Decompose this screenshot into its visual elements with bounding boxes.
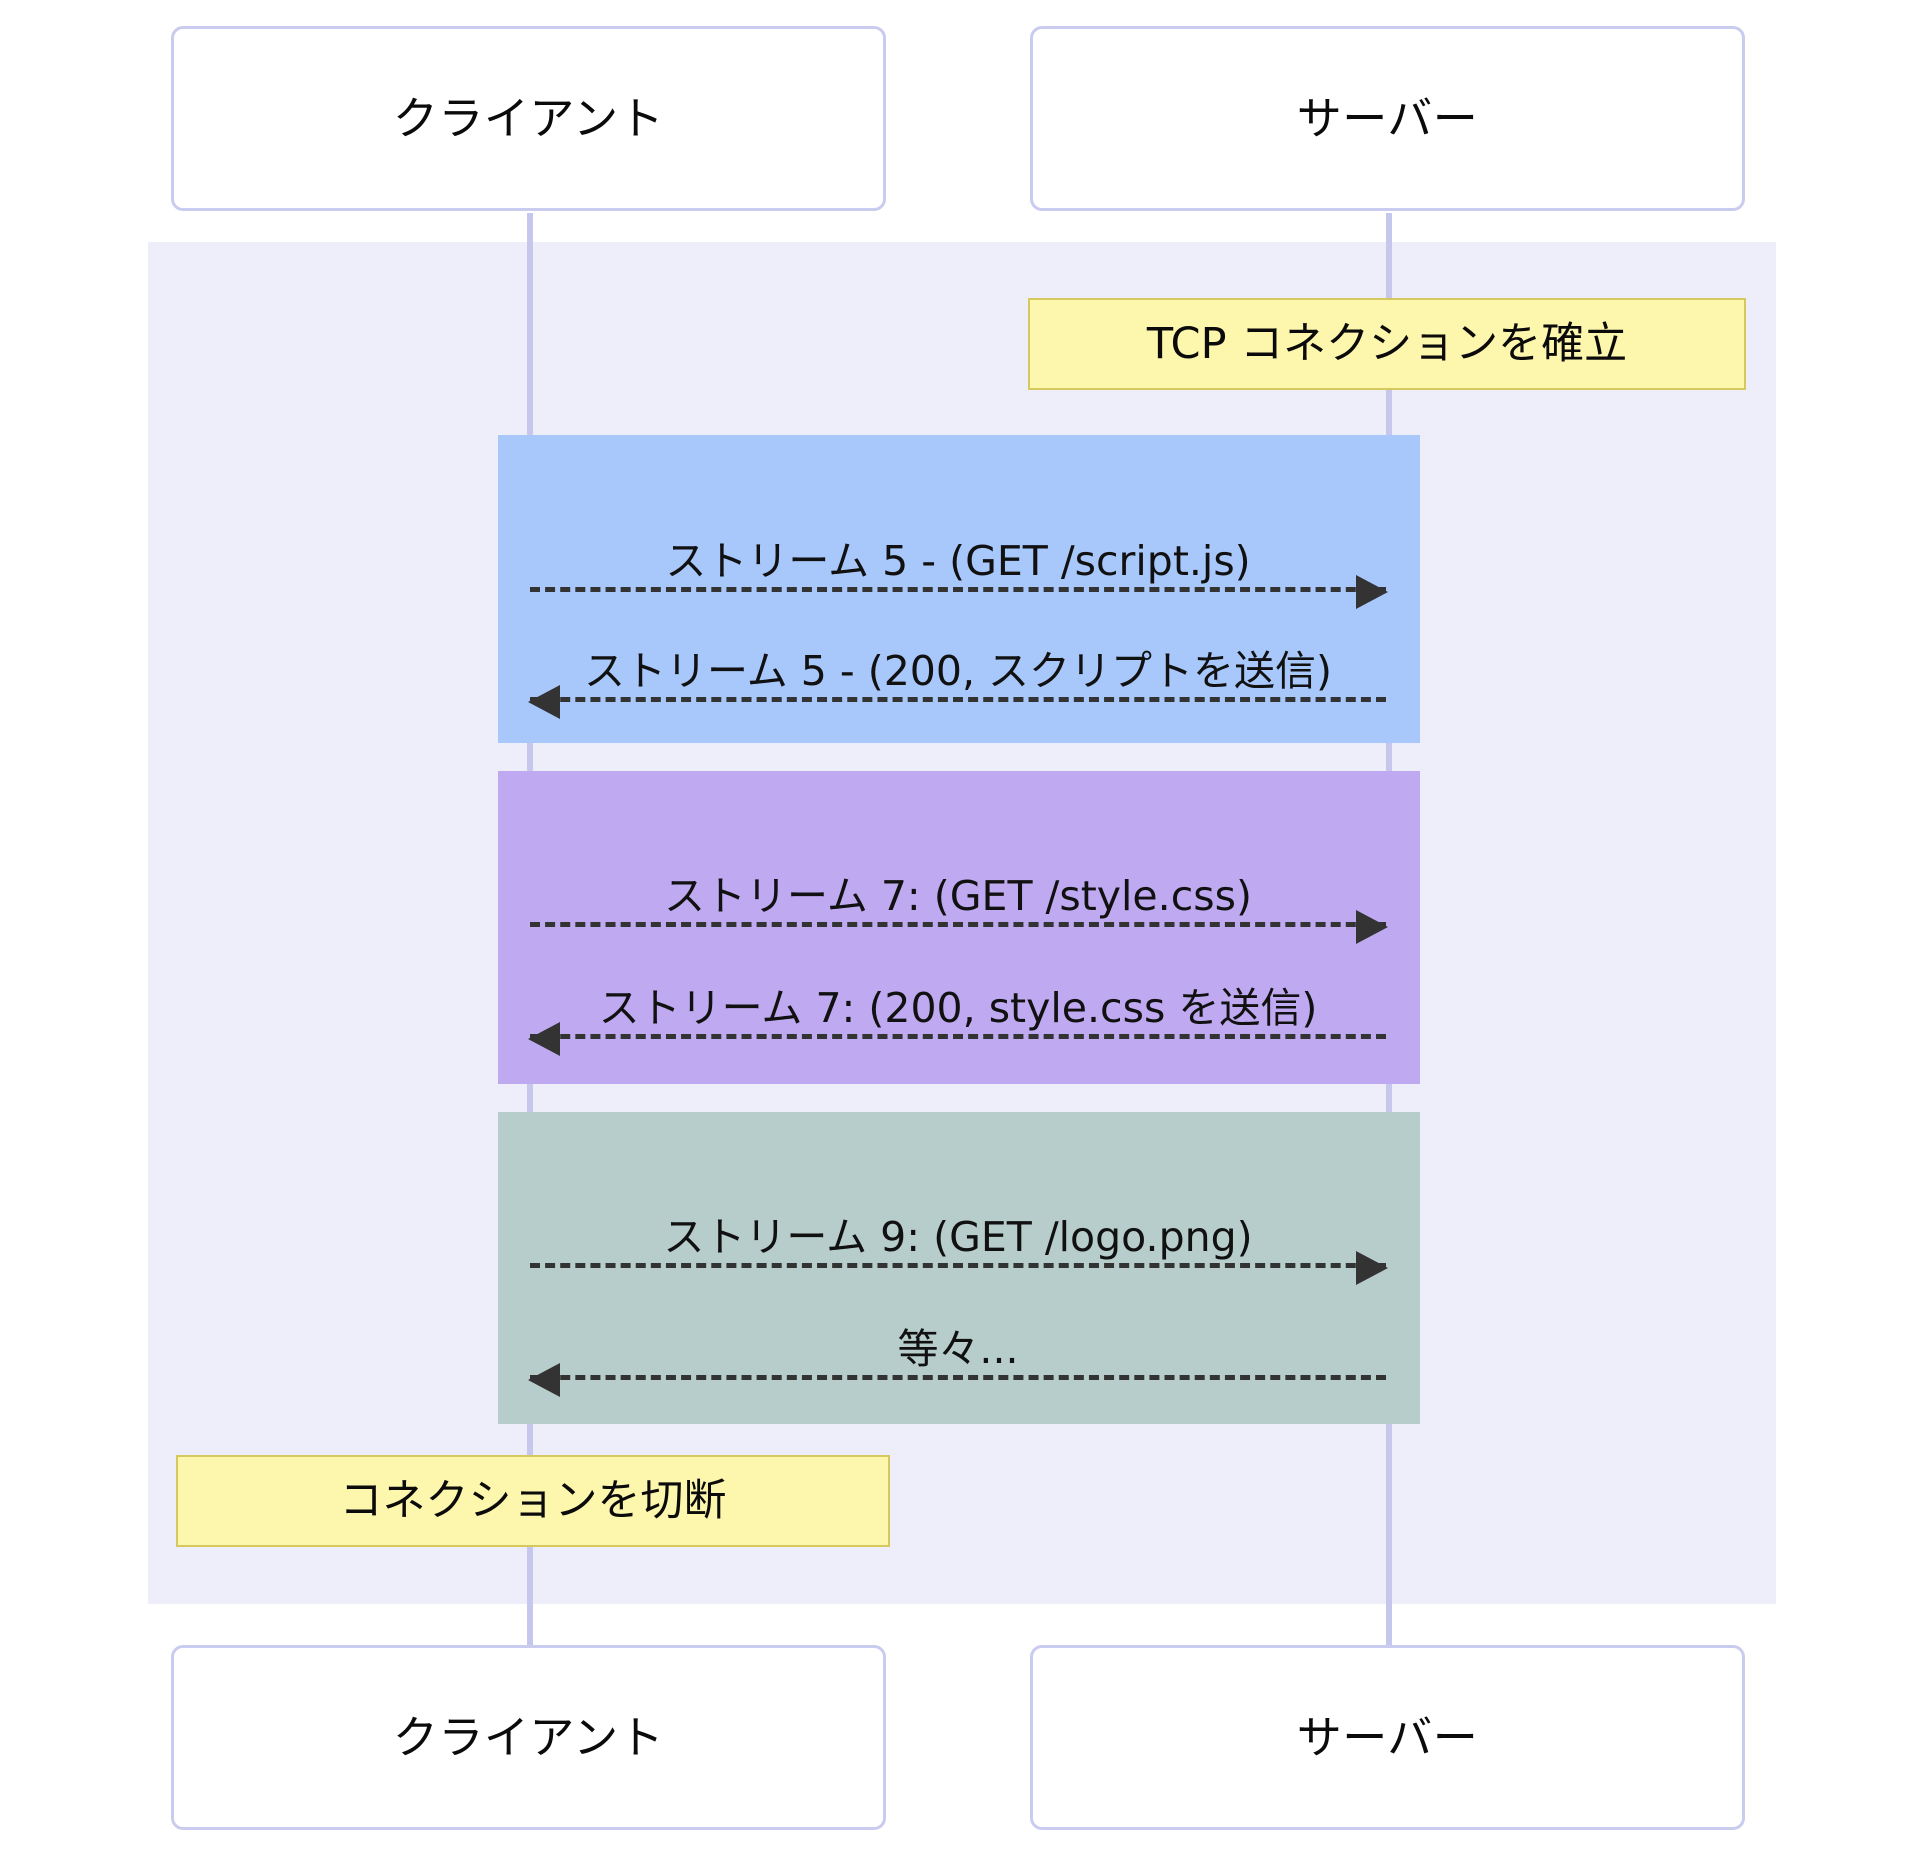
- actor-label-client-top: クライアント: [392, 92, 665, 145]
- arrow-left-icon: [528, 1022, 560, 1056]
- message-line: [530, 1375, 1386, 1380]
- actor-label-server-top: サーバー: [1296, 92, 1479, 145]
- message-line: [530, 1034, 1386, 1039]
- message-line: [530, 587, 1386, 592]
- message-line: [530, 1263, 1386, 1268]
- message-label: ストリーム 5 - (200, スクリプトを送信): [583, 647, 1333, 695]
- arrow-right-icon: [1356, 1251, 1388, 1285]
- note-tcp-connect-label: TCP コネクションを確立: [1146, 318, 1628, 369]
- message-label: ストリーム 9: (GET /logo.png): [663, 1213, 1253, 1261]
- block-stream-9: [498, 1112, 1420, 1424]
- actor-box-server-top[interactable]: サーバー: [1030, 26, 1745, 211]
- actor-box-server-bottom[interactable]: サーバー: [1030, 1645, 1745, 1830]
- actor-label-server-bottom: サーバー: [1296, 1711, 1479, 1764]
- message-line: [530, 922, 1386, 927]
- note-tcp-connect: TCP コネクションを確立: [1028, 298, 1746, 390]
- actor-label-client-bottom: クライアント: [392, 1711, 665, 1764]
- arrow-left-icon: [528, 685, 560, 719]
- actor-box-client-top[interactable]: クライアント: [171, 26, 886, 211]
- arrow-right-icon: [1356, 575, 1388, 609]
- note-disconnect-label: コネクションを切断: [339, 1475, 727, 1526]
- message-label: ストリーム 7: (200, style.css を送信): [598, 984, 1318, 1032]
- message-label: ストリーム 7: (GET /style.css): [664, 872, 1252, 920]
- block-stream-7: [498, 771, 1420, 1084]
- message-line: [530, 697, 1386, 702]
- arrow-right-icon: [1356, 910, 1388, 944]
- arrow-left-icon: [528, 1363, 560, 1397]
- message-label: 等々...: [897, 1325, 1019, 1373]
- note-disconnect: コネクションを切断: [176, 1455, 890, 1547]
- message-label: ストリーム 5 - (GET /script.js): [665, 537, 1251, 585]
- actor-box-client-bottom[interactable]: クライアント: [171, 1645, 886, 1830]
